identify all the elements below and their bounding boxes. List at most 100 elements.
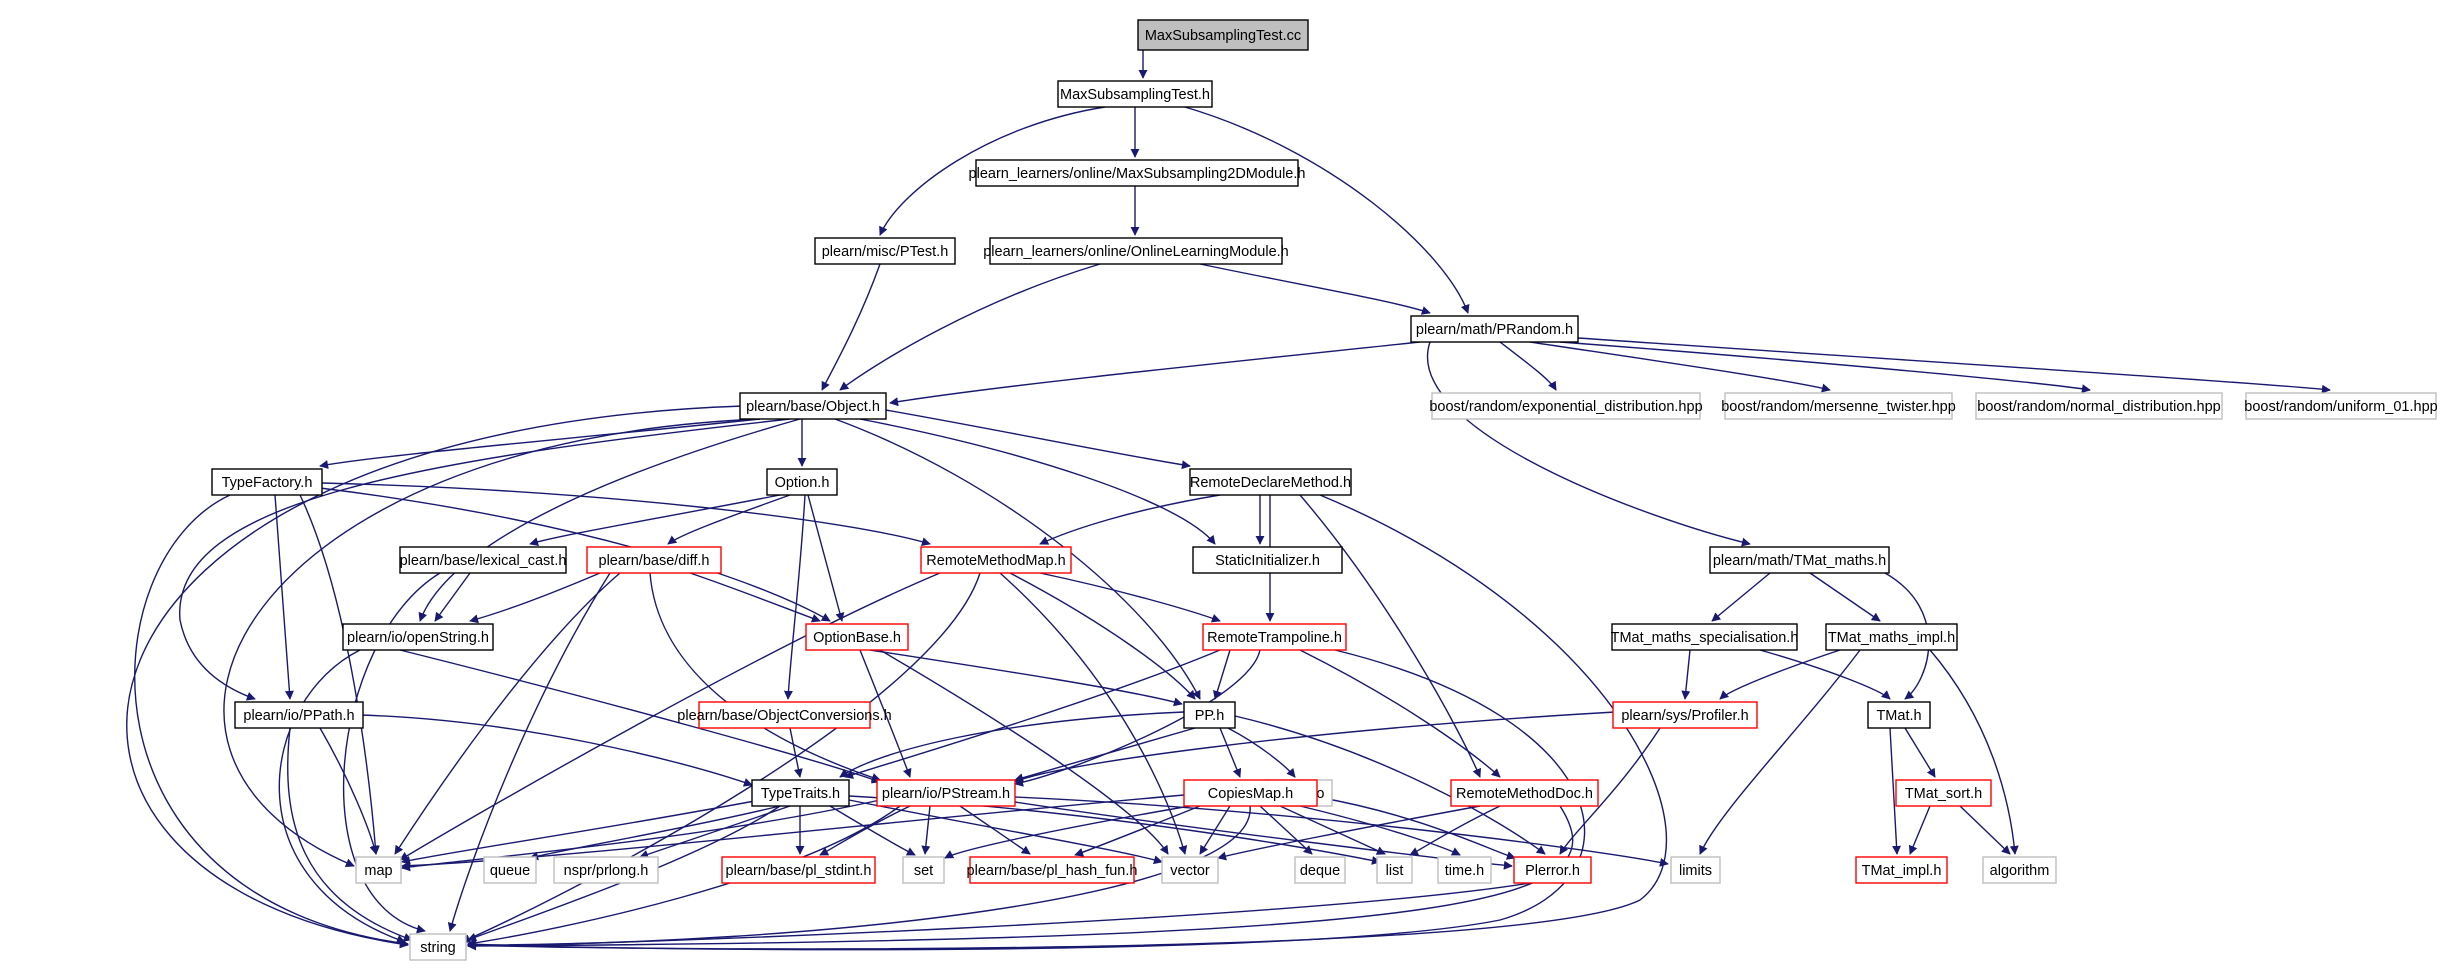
node-rmd[interactable]: RemoteMethodDoc.h [1450,779,1599,807]
edge-tmm-to-tmi [1809,572,1881,622]
node-limits[interactable]: limits [1670,856,1721,884]
edge-cm-to-timeh [1299,805,1461,856]
node-box [586,546,722,574]
node-box [1867,701,1931,729]
node-tmat[interactable]: TMat.h [1867,701,1931,729]
node-set[interactable]: set [902,856,945,884]
edge-tsort-to-timpl [1908,805,1931,855]
node-label: plearn_learners/online/OnlineLearningMod… [983,244,1289,260]
edge-perror-to-string [467,882,1531,951]
node-stdint[interactable]: plearn/base/pl_stdint.h [721,856,876,884]
node-olm[interactable]: plearn_learners/online/OnlineLearningMod… [983,237,1289,265]
edge-pp-to-tt [839,711,1185,778]
node-tf[interactable]: TypeFactory.h [211,468,323,496]
node-box [1294,856,1346,884]
edge-cm-to-vector [1199,805,1231,855]
node-bexp[interactable]: boost/random/exponential_distribution.hp… [1429,392,1703,420]
edge-ppath-to-map [319,727,379,855]
edge-rmm-to-vector [999,572,1188,855]
node-bmt[interactable]: boost/random/mersenne_twister.hpp [1721,392,1956,420]
node-oc[interactable]: plearn/base/ObjectConversions.h [677,701,892,729]
node-label: plearn/base/ObjectConversions.h [677,708,891,724]
node-label: plearn/base/Object.h [746,399,880,415]
edge-pp-to-typeinfo [1227,727,1296,778]
node-box [1450,779,1599,807]
node-box [342,623,494,651]
node-box [975,159,1299,187]
node-tsort[interactable]: TMat_sort.h [1895,779,1992,807]
node-bnorm[interactable]: boost/random/normal_distribution.hpp [1975,392,2223,420]
node-box [234,701,364,729]
node-list[interactable]: list [1376,856,1413,884]
node-perror[interactable]: Plerror.h [1513,856,1592,884]
node-ptest[interactable]: plearn/misc/PTest.h [814,237,956,265]
edge-tt-to-set [829,805,916,856]
node-timpl[interactable]: TMat_impl.h [1855,856,1948,884]
node-pp[interactable]: PP.h [1183,701,1236,729]
node-label: plearn/io/openString.h [347,630,489,646]
node-box [805,623,909,651]
edge-ps-to-set [921,805,931,855]
node-hash[interactable]: plearn/base/pl_hash_fun.h [967,856,1138,884]
node-box [1855,856,1948,884]
node-queue[interactable]: queue [483,856,537,884]
node-box [2245,392,2437,420]
node-obj[interactable]: plearn/base/Object.h [739,392,887,420]
edge-obj-to-tf [319,418,761,469]
edge-rdm-to-rmd [1299,494,1481,778]
node-tt[interactable]: TypeTraits.h [751,779,850,807]
node-vector[interactable]: vector [1161,856,1219,884]
edge-tmi-to-limits [1699,649,1861,855]
edge-pp-to-ps [1014,727,1196,783]
node-label: plearn/math/TMat_maths.h [1713,553,1886,569]
node-box [969,856,1135,884]
node-algo[interactable]: algorithm [1982,856,2057,884]
node-map[interactable]: map [355,856,402,884]
node-rt[interactable]: RemoteTrampoline.h [1202,623,1347,651]
edge-tt-to-vector [848,799,1163,865]
edge-ps-to-string [467,805,901,948]
node-label: PP.h [1195,708,1225,724]
node-string[interactable]: string [409,933,467,961]
edge-rmd-to-list [1409,805,1501,856]
node-m2d[interactable]: plearn_learners/online/MaxSubsampling2DM… [969,159,1306,187]
node-rmm[interactable]: RemoteMethodMap.h [920,546,1072,574]
node-box [876,779,1016,807]
node-os[interactable]: plearn/io/openString.h [342,623,494,651]
node-opt[interactable]: Option.h [766,468,838,496]
node-tmi[interactable]: TMat_maths_impl.h [1825,623,1958,651]
node-box [1183,779,1318,807]
node-cm[interactable]: CopiesMap.h [1183,779,1318,807]
node-box [1513,856,1592,884]
node-box [721,856,876,884]
node-timeh[interactable]: time.h [1437,856,1492,884]
node-rdm[interactable]: RemoteDeclareMethod.h [1189,468,1352,496]
edge-obj-to-si [859,418,1216,545]
node-label: plearn/io/PPath.h [243,708,354,724]
node-label: RemoteDeclareMethod.h [1190,475,1351,491]
node-deque[interactable]: deque [1294,856,1346,884]
node-ob[interactable]: OptionBase.h [805,623,909,651]
node-prof[interactable]: plearn/sys/Profiler.h [1612,701,1758,729]
node-lc[interactable]: plearn/base/lexical_cast.h [399,546,567,574]
node-label: StaticInitializer.h [1215,553,1320,569]
node-box [483,856,537,884]
edge-olm-to-prand [1199,263,1431,315]
node-tms[interactable]: TMat_maths_specialisation.h [1611,623,1799,651]
node-box [1376,856,1413,884]
node-tmm[interactable]: plearn/math/TMat_maths.h [1709,546,1890,574]
node-si[interactable]: StaticInitializer.h [1192,546,1343,574]
node-box [1437,856,1492,884]
edge-obj-to-map [223,418,761,867]
node-h[interactable]: MaxSubsamplingTest.h [1057,80,1213,108]
edge-tf-to-ppath [274,494,294,700]
node-prand[interactable]: plearn/math/PRandom.h [1410,315,1579,343]
node-cc[interactable]: MaxSubsamplingTest.cc [1137,19,1309,51]
node-bu01[interactable]: boost/random/uniform_01.hpp [2244,392,2438,420]
node-nspr[interactable]: nspr/prlong.h [553,856,659,884]
node-ppath[interactable]: plearn/io/PPath.h [234,701,364,729]
node-ps[interactable]: plearn/io/PStream.h [876,779,1016,807]
node-box [1202,623,1347,651]
edge-obj-to-pp [834,418,1201,700]
node-diff[interactable]: plearn/base/diff.h [586,546,722,574]
